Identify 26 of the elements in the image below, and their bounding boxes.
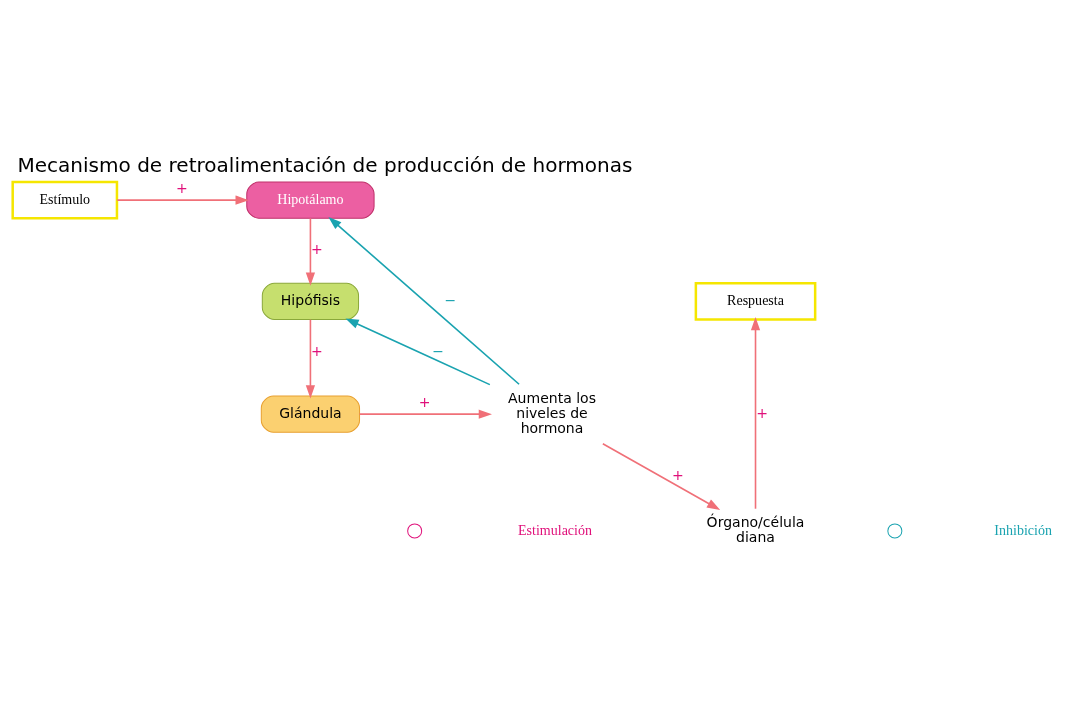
diagram-title: Mecanismo de retroalimentación de producción de hormonas (17, 153, 633, 178)
edge-label: + (175, 180, 188, 197)
arrow (750, 317, 761, 510)
arrow (328, 216, 520, 386)
arrow (602, 443, 721, 511)
legend-label: Estimulación (518, 521, 593, 538)
arrow (358, 409, 492, 419)
edge-label: + (671, 467, 684, 484)
node-text: Órgano/célula diana (706, 514, 805, 546)
edge-label: + (311, 241, 323, 258)
node-box: Glándula (260, 395, 361, 433)
arrow (305, 318, 316, 399)
arrow (345, 318, 491, 386)
arrow (305, 217, 316, 286)
node-box: Respuesta (694, 282, 817, 321)
edge-label: − (432, 342, 445, 359)
edge-label: + (418, 394, 431, 411)
edge-label: − (444, 292, 457, 309)
legend-label: Inhibición (994, 521, 1052, 538)
node-box: Estímulo (11, 180, 119, 220)
edge-label: + (311, 342, 323, 359)
arrow (116, 195, 249, 205)
node-box: Hipófisis (261, 282, 360, 320)
node-box: Hipotálamo (246, 181, 375, 219)
edge-label: + (756, 404, 768, 421)
node-text: Aumenta los niveles de hormona (508, 389, 596, 436)
